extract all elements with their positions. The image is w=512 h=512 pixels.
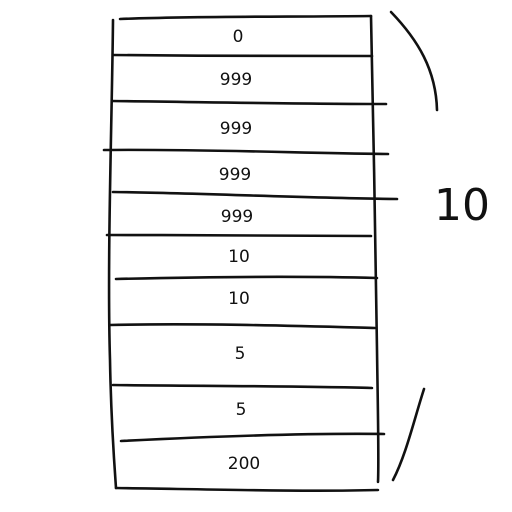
cell-value: 5	[236, 400, 247, 420]
divider-6	[114, 275, 379, 281]
stack-top-border	[118, 14, 373, 21]
cell-value: 10	[228, 247, 250, 267]
cell-value: 999	[220, 70, 252, 90]
cell-value: 5	[235, 344, 246, 364]
cell-values: 0 999 999 999 999 10 10 5 5 200	[219, 27, 260, 474]
cell-dividers	[102, 53, 399, 443]
brace-label: 10	[434, 180, 490, 231]
cell-value: 999	[219, 165, 251, 185]
stack-right-border	[369, 14, 380, 484]
cell-value: 200	[228, 454, 260, 474]
divider-9	[119, 432, 386, 443]
stack-outline	[107, 14, 380, 492]
divider-3	[102, 148, 390, 156]
divider-4	[111, 190, 399, 201]
cell-value: 999	[221, 207, 253, 227]
divider-2	[110, 99, 388, 106]
cell-value: 0	[233, 27, 244, 47]
divider-1	[111, 53, 374, 58]
cell-value: 10	[228, 289, 250, 309]
stack-bottom-border	[114, 486, 380, 492]
divider-8	[111, 383, 374, 390]
right-brace	[389, 10, 439, 482]
brace-lower-arc	[391, 387, 426, 482]
brace-upper-arc	[389, 10, 439, 112]
cell-value: 999	[220, 119, 252, 139]
divider-5	[105, 233, 373, 238]
stack-left-border	[107, 18, 118, 490]
divider-7	[108, 323, 377, 330]
